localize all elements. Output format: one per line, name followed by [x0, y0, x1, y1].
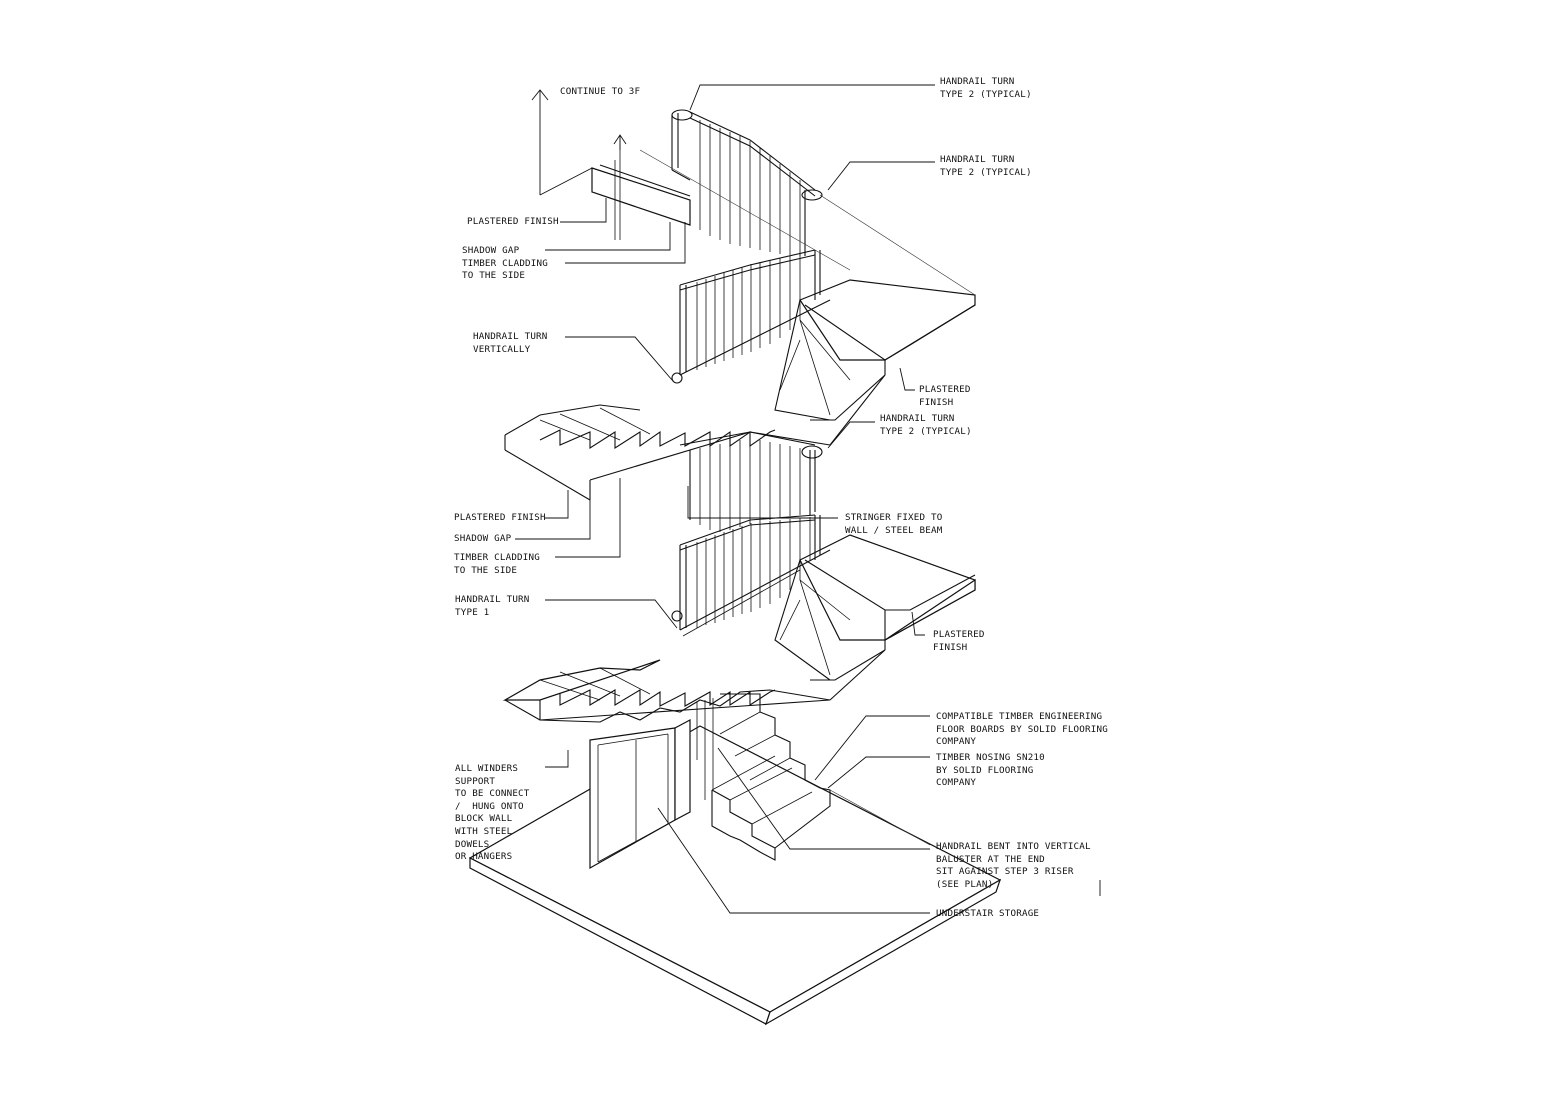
- handrail-bent-label: HANDRAIL BENT INTO VERTICAL BALUSTER AT …: [936, 841, 1091, 890]
- leader-lines: [515, 84, 1101, 914]
- middle-balustrade: [679, 431, 823, 532]
- top-balustrade: [639, 109, 976, 296]
- upper-balustrade: [671, 249, 831, 384]
- plastered-finish-label-mid: PLASTERED FINISH: [454, 512, 546, 523]
- continue-up-arrow: [531, 89, 627, 196]
- floor-boards-label: COMPATIBLE TIMBER ENGINEERING FLOOR BOAR…: [936, 711, 1108, 748]
- understair-storage: [589, 719, 691, 870]
- shadow-gap-label-top: SHADOW GAP TIMBER CLADDING TO THE SIDE: [462, 245, 548, 282]
- handrail-turn-vertical-label: HANDRAIL TURN VERTICALLY: [473, 331, 548, 355]
- handrail-turn-type2-label-2: HANDRAIL TURN TYPE 2 (TYPICAL): [940, 154, 1032, 178]
- top-floor-slab: [591, 135, 691, 240]
- lower-flight: [502, 534, 976, 723]
- handrail-turn-type2-label-3: HANDRAIL TURN TYPE 2 (TYPICAL): [880, 413, 972, 437]
- ground-slab: [468, 725, 1002, 1026]
- upper-flight: [504, 279, 976, 501]
- timber-cladding-label-mid: TIMBER CLADDING TO THE SIDE: [454, 552, 540, 576]
- plastered-finish-label-right-1: PLASTERED FINISH: [919, 384, 971, 408]
- plastered-finish-label-top: PLASTERED FINISH: [467, 216, 559, 227]
- handrail-turn-type1-label: HANDRAIL TURN TYPE 1: [455, 594, 530, 618]
- winders-support-label: ALL WINDERS SUPPORT TO BE CONNECT / HUNG…: [455, 763, 530, 863]
- understair-storage-label: UNDERSTAIR STORAGE: [936, 908, 1040, 919]
- stringer-label: STRINGER FIXED TO WALL / STEEL BEAM: [845, 512, 943, 536]
- plastered-finish-label-right-2: PLASTERED FINISH: [933, 629, 985, 653]
- timber-nosing-label: TIMBER NOSING SN210 BY SOLID FLOORING CO…: [936, 752, 1045, 789]
- shadow-gap-label-mid: SHADOW GAP: [454, 533, 512, 544]
- lower-balustrade: [671, 514, 831, 637]
- handrail-turn-type2-label-1: HANDRAIL TURN TYPE 2 (TYPICAL): [940, 76, 1032, 100]
- continue-label: CONTINUE TO 3F: [560, 86, 641, 97]
- ground-flight: [696, 693, 931, 861]
